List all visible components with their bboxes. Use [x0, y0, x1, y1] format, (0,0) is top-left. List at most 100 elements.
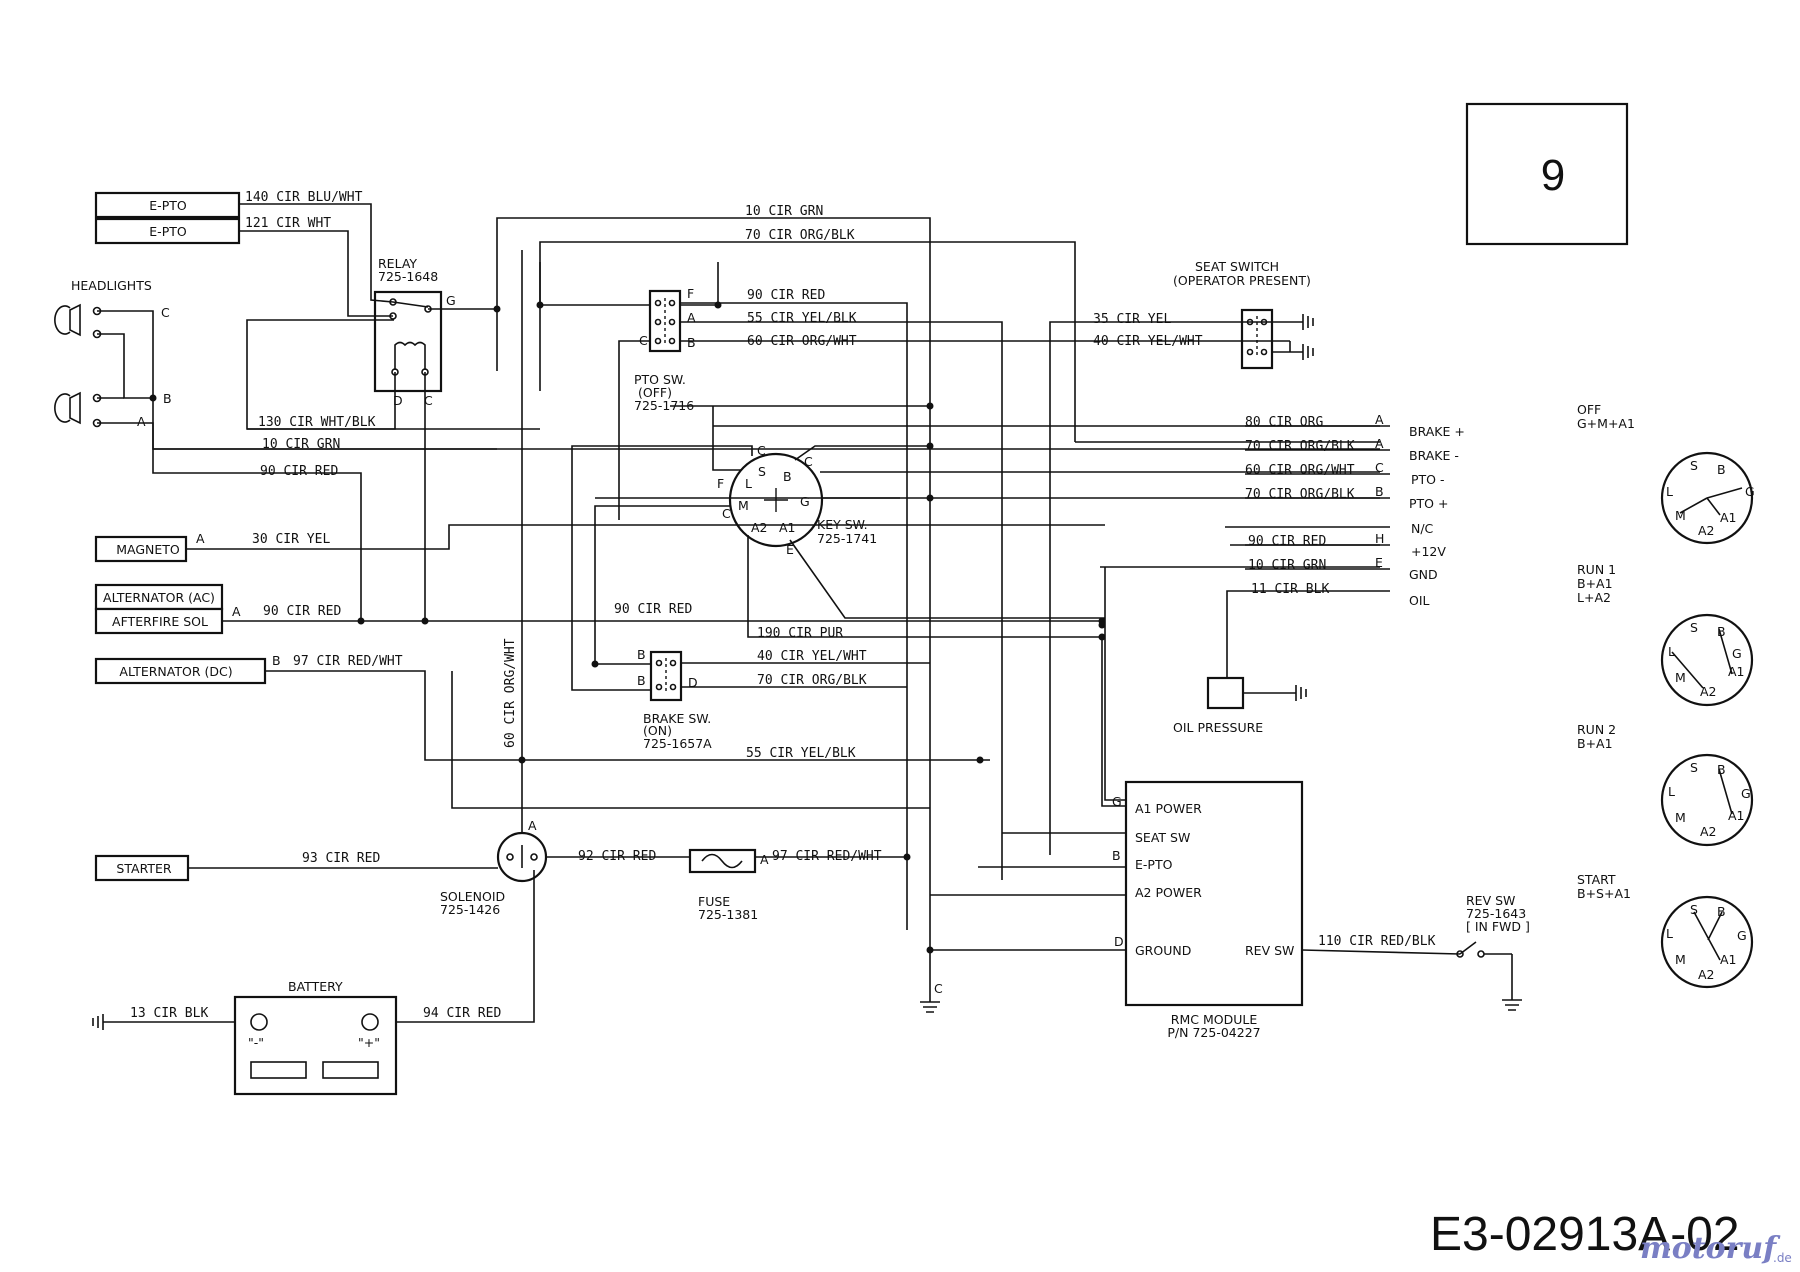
wire-label-70-top: 70 CIR ORG/BLK [745, 228, 855, 243]
wire-label-140: 140 CIR BLU/WHT [245, 190, 363, 205]
wire-label-40-brake: 40 CIR YEL/WHT [757, 649, 867, 664]
svg-text:A1: A1 [1728, 664, 1745, 679]
svg-text:F: F [687, 286, 694, 301]
seat-switch-note: (OPERATOR PRESENT) [1173, 273, 1311, 288]
watermark-suffix: .de [1773, 1251, 1792, 1265]
svg-text:A1 POWER: A1 POWER [1135, 801, 1202, 816]
wire-label-70-r1: 70 CIR ORG/BLK [1245, 439, 1355, 454]
page-number: 9 [1541, 151, 1565, 200]
headlights-label: HEADLIGHTS [71, 278, 152, 293]
solenoid-pn: 725-1426 [440, 902, 500, 917]
svg-text:C: C [757, 443, 766, 458]
wire-label-60-pto: 60 CIR ORG/WHT [747, 334, 857, 349]
svg-text:G: G [1732, 646, 1742, 661]
wire-label-11: 11 CIR BLK [1251, 582, 1329, 597]
wire-label-10-r: 10 CIR GRN [1248, 558, 1326, 573]
e-pto-label-2: E-PTO [149, 224, 187, 239]
svg-text:E-PTO: E-PTO [1135, 857, 1173, 872]
svg-text:G: G [800, 494, 810, 509]
key-sw-pn: 725-1741 [817, 531, 877, 546]
ground-icon-seat-1 [1272, 314, 1314, 330]
svg-text:S: S [1690, 620, 1698, 635]
junction-dots [149, 301, 1106, 954]
svg-text:D: D [1114, 934, 1124, 949]
ground-icon-seat-2 [1272, 344, 1314, 360]
wire-label-90-head: 90 CIR RED [260, 464, 338, 479]
svg-text:D: D [393, 393, 403, 408]
svg-text:L: L [1666, 926, 1673, 941]
wire-label-97: 97 CIR RED/WHT [293, 654, 403, 669]
svg-text:A: A [687, 310, 696, 325]
svg-text:B: B [1112, 848, 1121, 863]
svg-text:C: C [722, 506, 731, 521]
relay-label: RELAY [378, 256, 417, 271]
svg-text:B: B [272, 653, 281, 668]
svg-text:BRAKE -: BRAKE - [1409, 448, 1459, 463]
e-pto-label-1: E-PTO [149, 198, 187, 213]
svg-text:B: B [1717, 462, 1726, 477]
headlight-pin-b: B [163, 391, 172, 406]
oil-pressure-sensor [1206, 676, 1245, 710]
svg-text:S: S [758, 464, 766, 479]
starter-box [94, 854, 190, 882]
ground-icon-battery [92, 1014, 235, 1030]
svg-text:L+A2: L+A2 [1577, 590, 1611, 605]
starter-label: STARTER [116, 861, 171, 876]
svg-text:A: A [760, 852, 769, 867]
svg-text:START: START [1577, 872, 1616, 887]
svg-text:A: A [196, 531, 205, 546]
alternator-dc-box [94, 657, 267, 685]
oil-pressure-label: OIL PRESSURE [1173, 720, 1263, 735]
svg-text:L: L [1668, 644, 1675, 659]
svg-text:A2: A2 [1700, 684, 1717, 699]
svg-text:B: B [783, 469, 792, 484]
alternator-ac-label: ALTERNATOR (AC) [103, 590, 215, 605]
svg-text:B+S+A1: B+S+A1 [1577, 886, 1631, 901]
wire-label-13: 13 CIR BLK [130, 1006, 208, 1021]
svg-text:G: G [1112, 794, 1122, 809]
wire-label-90-mid: 90 CIR RED [614, 602, 692, 617]
svg-text:A2: A2 [1700, 824, 1717, 839]
headlight-pin-c: C [161, 305, 170, 320]
ground-icon-chassis [920, 950, 940, 1013]
wire-label-93: 93 CIR RED [302, 851, 380, 866]
svg-text:H: H [1375, 531, 1384, 546]
wire-label-121: 121 CIR WHT [245, 216, 331, 231]
svg-text:GND: GND [1409, 567, 1438, 582]
svg-text:A: A [1375, 436, 1384, 451]
svg-text:C: C [1375, 460, 1384, 475]
wire-label-110: 110 CIR RED/BLK [1318, 934, 1436, 949]
magneto-label: MAGNETO [116, 542, 180, 557]
wire-label-55-pto: 55 CIR YEL/BLK [747, 311, 857, 326]
svg-text:A1: A1 [1720, 510, 1737, 525]
svg-text:OIL: OIL [1409, 593, 1430, 608]
alternator-dc-label: ALTERNATOR (DC) [119, 664, 232, 679]
page-number-box [1465, 102, 1629, 246]
rev-switch-contact [1456, 941, 1512, 958]
svg-text:M: M [1675, 508, 1686, 523]
svg-text:D: D [688, 675, 698, 690]
svg-text:RUN 1: RUN 1 [1577, 562, 1616, 577]
svg-text:B: B [1717, 762, 1726, 777]
svg-text:M: M [1675, 670, 1686, 685]
brake-sw-pn: 725-1657A [643, 736, 712, 751]
afterfire-sol-label: AFTERFIRE SOL [112, 614, 208, 629]
svg-text:A1: A1 [779, 520, 796, 535]
svg-text:C: C [804, 454, 813, 469]
rmc-module-pn: P/N 725-04227 [1167, 1025, 1260, 1040]
svg-text:F: F [717, 476, 724, 491]
svg-text:A: A [232, 604, 241, 619]
svg-text:M: M [1675, 952, 1686, 967]
brake-sw-label: BRAKE SW. [643, 711, 711, 726]
rev-sw-pn: 725-1643 [1466, 906, 1526, 921]
svg-text:B: B [1717, 904, 1726, 919]
ground-icon-oil [1243, 685, 1307, 701]
svg-text:+12V: +12V [1411, 544, 1446, 559]
wire-label-60-r: 60 CIR ORG/WHT [1245, 463, 1355, 478]
svg-text:A: A [528, 818, 537, 833]
e-pto-box-1 [94, 191, 241, 219]
wire-label-90-pto: 90 CIR RED [747, 288, 825, 303]
wire-label-70-r2: 70 CIR ORG/BLK [1245, 487, 1355, 502]
